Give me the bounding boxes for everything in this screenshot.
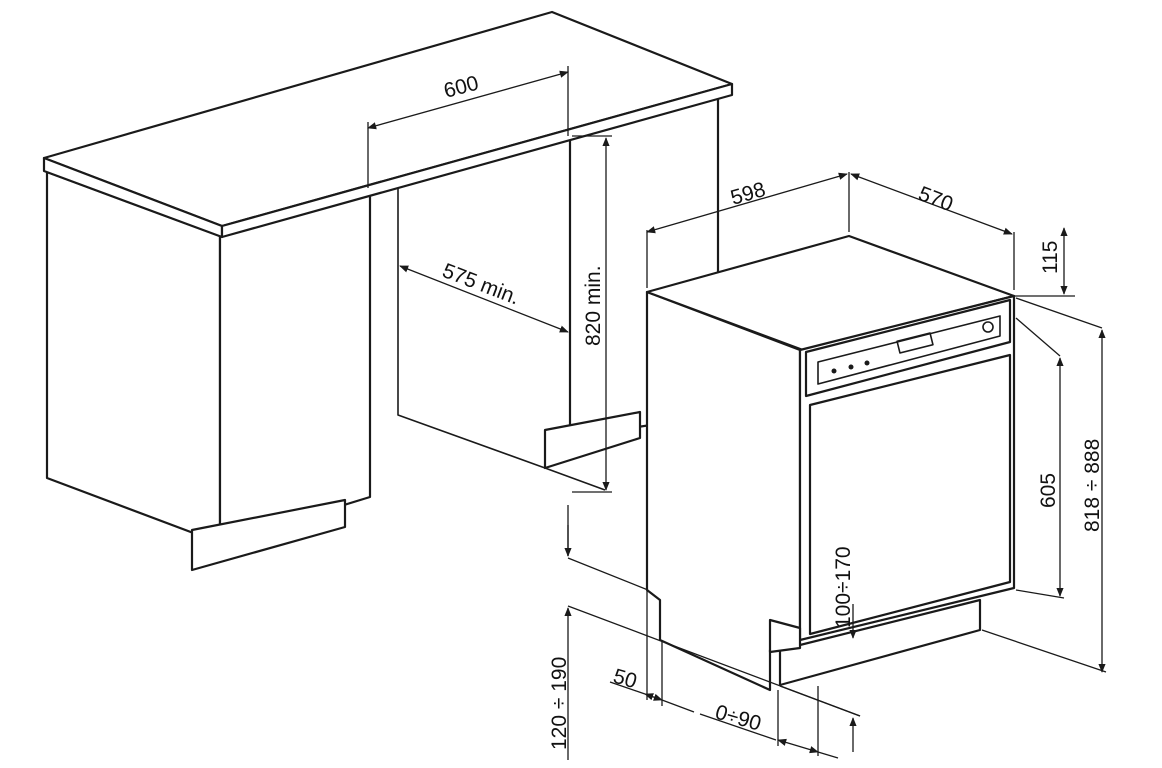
label-cabinet-gap: 575 min. [439,259,522,309]
button-1-icon [831,368,837,374]
dishwasher-foot [768,618,802,654]
left-cabinet-plinth [190,498,347,572]
dishwasher-plinth [778,598,982,687]
label-plinth-height: 100÷170 [832,546,855,628]
label-plinth-adjust: 0÷90 [713,701,764,736]
label-top-clearance: 115 [1039,241,1062,274]
button-3-icon [864,360,870,366]
label-appliance-width: 598 [728,178,768,210]
left-cabinet-side [218,188,372,545]
dishwasher-door [808,353,1012,636]
label-floor-to-door: 120 ÷ 190 [548,657,571,750]
dimension-lines [367,66,1107,760]
worktop-side-edge [220,82,734,239]
label-overall-height: 818 ÷ 888 [1081,439,1104,532]
label-gap-height: 820 min. [582,265,605,346]
control-panel-inner [817,315,1001,385]
dishwasher [645,234,1016,692]
display-window [896,332,934,354]
right-cabinet-plinth [543,410,642,470]
label-plinth-setback: 50 [611,665,640,694]
recess-back-wall [397,186,546,469]
recess-floor-line [544,467,606,491]
button-2-icon [848,364,854,370]
kitchen-cabinets [42,10,734,572]
control-knob-icon [982,321,994,333]
control-panel [804,298,1012,398]
label-door-height: 605 [1037,473,1060,508]
